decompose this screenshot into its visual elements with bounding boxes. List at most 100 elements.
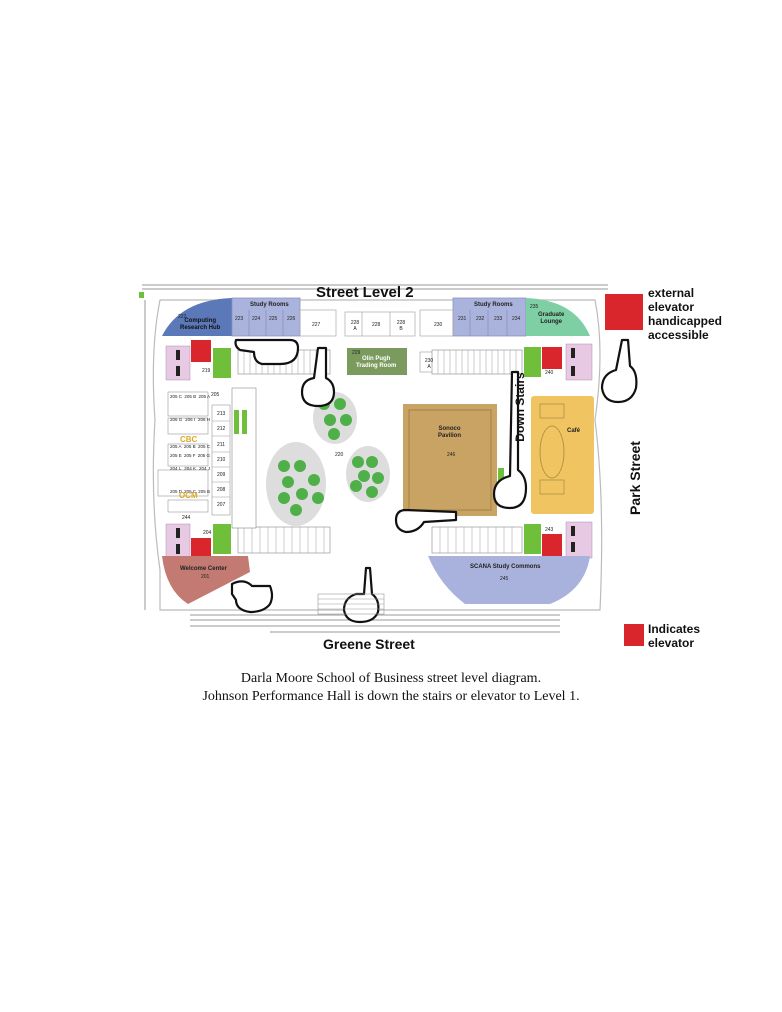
indicates-elevator-legend: Indicates elevator (648, 622, 700, 650)
room-212: 212 (217, 426, 226, 432)
sonoco-line-1: Sonoco (438, 426, 461, 432)
room-232: 232 (476, 316, 485, 322)
planters (266, 392, 390, 526)
elevator-left-bottom (191, 538, 211, 560)
elevator-right-top (542, 347, 562, 369)
office-cell: 205 A (198, 394, 210, 399)
room-233: 233 (494, 316, 503, 322)
elevator-left-top (191, 340, 211, 362)
right-restrooms (565, 343, 593, 559)
office-cell: 204 K (184, 466, 196, 471)
caption-line-2: Johnson Performance Hall is down the sta… (202, 689, 580, 704)
scana-study-commons (428, 556, 590, 604)
office-cell: 205 D (170, 489, 183, 494)
building-outline (139, 284, 608, 633)
legend-line-4: accessible (648, 328, 709, 342)
olin-line-1: Olin Pugh (362, 356, 391, 362)
down-stairs-label: Down Stairs (513, 372, 527, 442)
study-rooms-left-block (231, 297, 301, 337)
external-elevator-legend: external elevator handicapped accessible (648, 286, 722, 342)
graduate-line-1: Graduate (538, 312, 565, 318)
scana-study-commons-label: SCANA Study Commons (470, 564, 541, 570)
legend-line-3: handicapped (648, 314, 723, 328)
room-234: 234 (512, 316, 521, 322)
cafe-area (531, 396, 594, 514)
left-offices (157, 391, 231, 516)
office-cell: 204 L (170, 466, 182, 471)
stairs-bottom (237, 526, 523, 554)
computing-research-hub-label: Computing Research Hub (180, 318, 220, 332)
graduate-lounge-label: Graduate Lounge (538, 312, 564, 326)
cbc-label: CBC (180, 435, 198, 444)
computing-line-2: Research Hub (180, 325, 221, 331)
left-restrooms (165, 345, 191, 559)
room-228a: 228 A (350, 320, 360, 332)
room-207: 207 (217, 502, 226, 508)
room-211: 211 (217, 442, 225, 448)
room-204: 204 (203, 530, 212, 536)
room-220: 220 (335, 452, 344, 458)
ocm-label: OCM (179, 491, 198, 500)
caption-line-1: Darla Moore School of Business street le… (240, 671, 542, 686)
welcome-center-label: Welcome Center (180, 566, 227, 572)
room-222-number: 222 (178, 314, 187, 320)
room-240: 240 (545, 370, 554, 376)
office-cell: 205 A (170, 444, 182, 449)
office-cell: 205 G (197, 453, 210, 458)
room-235: 235 (530, 304, 539, 310)
room-243: 243 (545, 527, 554, 533)
top-rooms-walls (299, 309, 454, 373)
sonoco-pavilion (403, 404, 497, 516)
room-228b: 228 B (396, 320, 406, 332)
office-cell: 205 B (184, 394, 197, 399)
sonoco-line-2: Pavilion (438, 433, 462, 439)
room-210: 210 (217, 457, 226, 463)
study-rooms-left-label: Study Rooms (250, 302, 289, 308)
room-208: 208 (217, 487, 226, 493)
external-elevator-legend-swatch (605, 294, 643, 330)
office-cell: 205 F (183, 453, 196, 458)
office-cell: 206 H (197, 417, 210, 422)
olin-line-2: Trading Room (356, 363, 397, 369)
room-209: 209 (217, 472, 226, 478)
room-223: 223 (235, 316, 244, 322)
office-cell: 205 C (170, 394, 183, 399)
room-231: 231 (458, 316, 467, 322)
room-230a: 230 A (424, 358, 434, 370)
pointing-hand-icons (230, 338, 638, 624)
room-213: 213 (217, 411, 226, 417)
office-cell: 206 I (185, 417, 196, 422)
cafe-label: Café (567, 428, 581, 434)
office-cell: 206 G (170, 417, 183, 422)
office-cell: 205 E (170, 453, 182, 458)
study-rooms-right-label: Study Rooms (474, 302, 513, 308)
computing-research-hub-room (162, 298, 232, 336)
room-246: 246 (447, 452, 456, 458)
map-title: Street Level 2 (316, 284, 414, 301)
legend-line-1: external (648, 286, 695, 300)
graduate-line-2: Lounge (540, 319, 562, 325)
greene-street-label: Greene Street (323, 636, 415, 652)
office-cell: 205 B (198, 489, 210, 494)
office-cell: 205 C (197, 444, 210, 449)
room-244: 244 (182, 515, 191, 521)
office-cell: 205 B (183, 444, 196, 449)
room-245: 245 (500, 576, 509, 582)
room-226: 226 (287, 316, 296, 322)
left-vertical-stairs (231, 387, 257, 529)
room-230: 230 (434, 322, 443, 328)
room-201: 201 (201, 574, 210, 580)
room-225: 225 (269, 316, 278, 322)
room-224: 224 (252, 316, 261, 322)
indicates-elevator-legend-swatch (624, 624, 644, 646)
room-227: 227 (312, 322, 321, 328)
sonoco-pavilion-label: Sonoco Pavilion (438, 426, 461, 440)
